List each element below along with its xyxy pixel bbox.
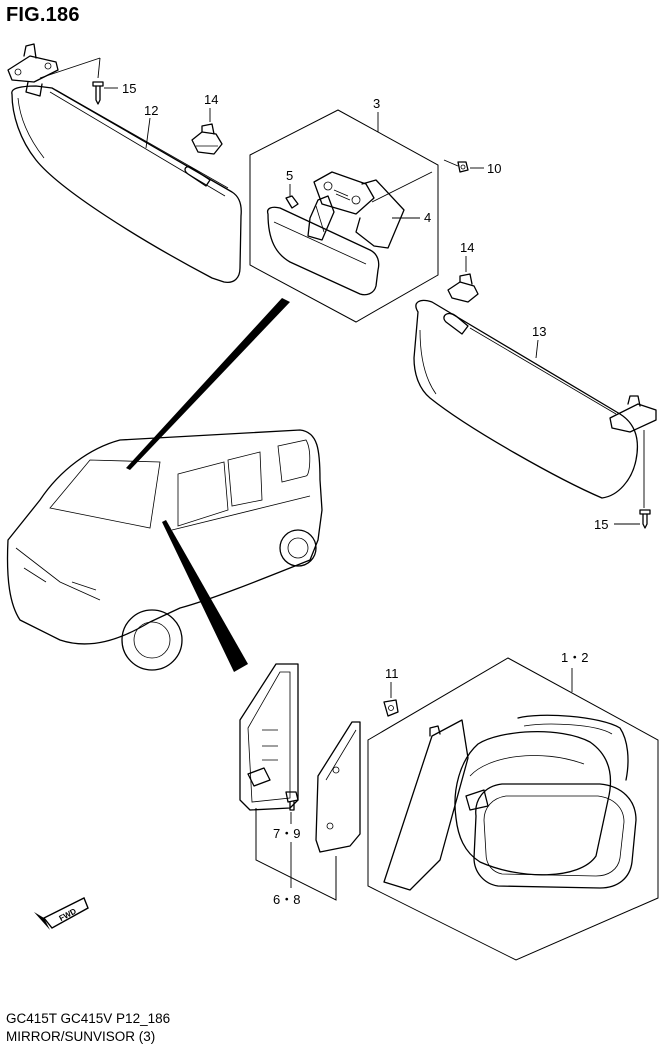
interior-rearview-mirror[interactable] [266, 171, 405, 296]
callout-15-right: 15 [594, 517, 608, 532]
callout-11: 11 [385, 666, 399, 681]
callout-13: 13 [532, 324, 546, 339]
callout-10: 10 [487, 161, 501, 176]
nut-part-11[interactable] [383, 699, 399, 717]
door-mirror-assembly[interactable] [383, 714, 637, 891]
leader-line [535, 339, 539, 359]
callout-1-2: 1・2 [561, 650, 588, 665]
assembly-frame-part-3 [249, 109, 439, 323]
screw-part-7-9[interactable] [285, 791, 299, 811]
right-sunvisor[interactable] [413, 299, 657, 499]
bulb-part-5[interactable] [285, 195, 299, 209]
figure-title: FIG.186 [6, 4, 80, 26]
group-bracket [255, 808, 337, 901]
callout-3: 3 [373, 96, 380, 111]
mirror-garnish-inner[interactable] [239, 663, 299, 811]
callout-15-top: 15 [122, 81, 136, 96]
pointer-to-interior [126, 298, 290, 470]
screw-part-15-top[interactable] [92, 81, 104, 105]
callout-14-right: 14 [460, 240, 474, 255]
clip-part-14-right[interactable] [447, 273, 479, 303]
clip-part-14-top[interactable] [191, 123, 223, 155]
vehicle-illustration [6, 429, 323, 671]
screw-part-10[interactable] [457, 161, 469, 173]
callout-12: 12 [144, 103, 158, 118]
callout-6-8: 6・8 [273, 892, 300, 907]
callout-5: 5 [286, 168, 293, 183]
pointer-to-door-mirror [162, 520, 248, 672]
screw-part-15-right[interactable] [639, 509, 651, 529]
callout-7-9: 7・9 [273, 826, 300, 841]
model-line: GC415T GC415V P12_186 [6, 1011, 171, 1026]
leader-line [443, 159, 459, 167]
leader-line [371, 171, 433, 203]
callout-14-top: 14 [204, 92, 218, 107]
mirror-cover-outer[interactable] [315, 721, 361, 853]
leader-line [145, 117, 151, 149]
assembly-frame-part-1-2 [367, 657, 659, 961]
leader-line [97, 57, 101, 79]
left-sunvisor[interactable] [7, 43, 242, 284]
leader-line [39, 57, 101, 79]
section-title: MIRROR/SUNVISOR (3) [6, 1029, 156, 1044]
fwd-direction-badge: FWD [34, 897, 89, 930]
callout-4: 4 [424, 210, 431, 225]
